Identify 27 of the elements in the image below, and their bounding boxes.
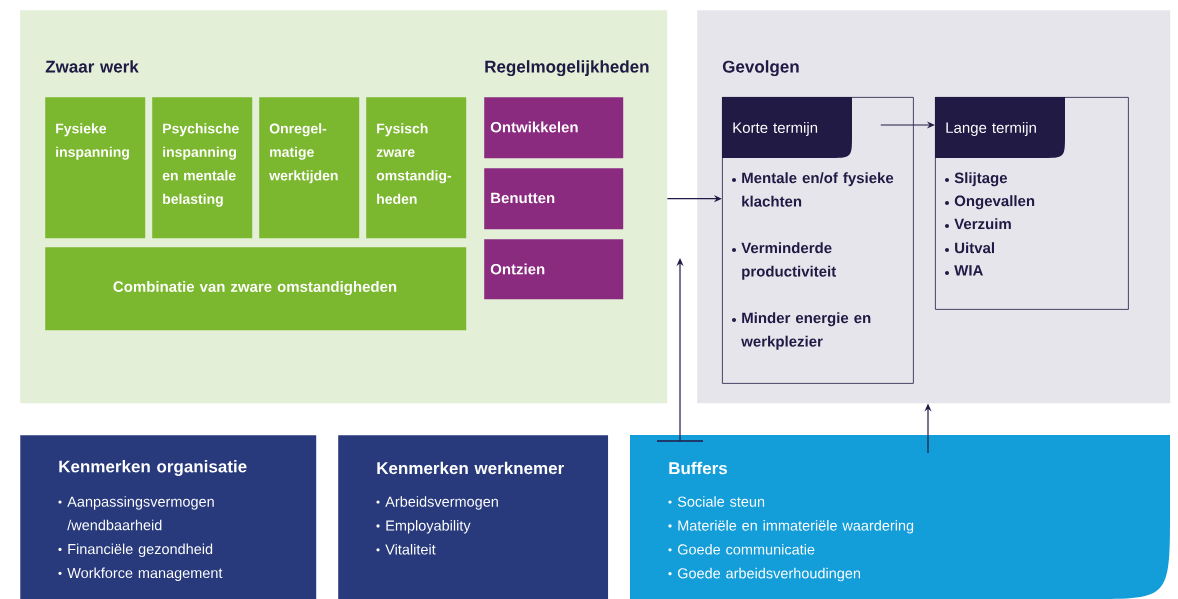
list-item: Verzuim: [945, 218, 1011, 230]
list-item: Materiële en immateriële waardering: [668, 520, 914, 534]
box: Fysieke inspanning: [45, 97, 146, 239]
list-item: Sociale steun: [668, 496, 765, 507]
list-item: WIA: [945, 265, 983, 276]
list-item: Aanpassingsvermogen /wendbaarheid: [58, 496, 214, 531]
list-item: Verminderde productiviteit: [732, 242, 837, 280]
box: Onregel-matige werktijden: [259, 97, 360, 239]
box: Fysisch zware omstandig-heden: [366, 97, 467, 239]
list-item: Ongevallen: [945, 195, 1035, 210]
list-item: Financiële gezondheid: [58, 543, 213, 558]
list-item: Employability: [376, 520, 471, 534]
list-item: Goede arbeidsverhoudingen: [668, 567, 860, 582]
box: Psychische inspanning en mentale belasting: [152, 97, 253, 239]
list-item: Arbeidsvermogen: [376, 496, 498, 510]
list-item: Workforce management: [58, 567, 223, 581]
list-item: Minder energie en werkplezier: [732, 312, 871, 350]
list-item: Mentale en/of fysieke klachten: [732, 172, 894, 207]
box: Ontwikkelen: [484, 97, 624, 159]
box: Combinatie van zware omstandigheden: [45, 247, 467, 331]
list-item: Slijtage: [945, 172, 1008, 187]
list-item: Goede communicatie: [668, 543, 815, 555]
list-item: Uitval: [945, 242, 994, 254]
box: Ontzien: [484, 239, 624, 300]
arrow: [656, 258, 704, 442]
list-item: Vitaliteit: [376, 543, 436, 555]
box: Benutten: [484, 168, 624, 230]
